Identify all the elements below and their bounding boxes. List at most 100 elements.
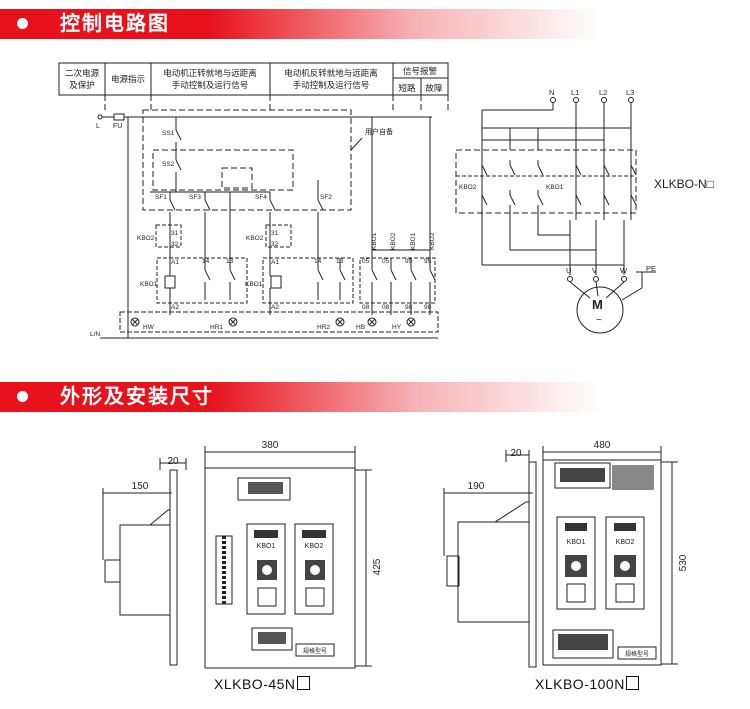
label-l3: L3 <box>626 88 634 97</box>
label-kbo2-b: KBO2 <box>246 235 264 242</box>
label-l1: L1 <box>571 88 579 97</box>
label-13-b: 13 <box>336 258 344 265</box>
label-31-b: 31 <box>271 230 279 237</box>
dim-right-depth: 190 <box>468 481 485 492</box>
section-header-dimensions: 外形及安装尺寸 <box>0 382 750 412</box>
label-hb: HB <box>356 324 365 331</box>
bullet-icon <box>17 391 28 402</box>
label-ss2: SS2 <box>162 161 175 168</box>
checkbox-icon <box>296 676 310 690</box>
table-col1-line2: 及保护 <box>69 80 95 90</box>
table-col3-line2: 手动控制及运行信号 <box>172 80 249 90</box>
label-08-b: 08 <box>382 304 390 311</box>
label-sf4: SF4 <box>255 194 267 201</box>
dim-right-nameplate: 规格型号 <box>625 650 649 658</box>
motor-symbol <box>576 286 624 334</box>
table-col3-line1: 电动机正转就地与远距离 <box>163 68 257 78</box>
label-hw: HW <box>143 324 155 331</box>
label-l2: L2 <box>599 88 607 97</box>
label-hr2: HR2 <box>317 324 330 331</box>
label-kbo1-c: KBO1 <box>371 232 378 250</box>
table-col5-b: 故障 <box>425 83 443 93</box>
label-kbo2-a: KBO2 <box>137 235 155 242</box>
label-sf1: SF1 <box>155 194 167 201</box>
label-a1-a: A1 <box>171 259 179 266</box>
fuse-fu <box>97 113 432 121</box>
label-14-a: 14 <box>202 258 210 265</box>
dim-right-kbo1: KBO1 <box>567 539 586 546</box>
section-title: 外形及安装尺寸 <box>60 386 214 408</box>
label-05-b: 05 <box>382 258 390 265</box>
label-kbo1-p: KBO1 <box>546 184 564 191</box>
dim-left-kbo1: KBO1 <box>257 543 276 550</box>
enclosure-45n <box>102 446 372 669</box>
function-table: 二次电源 及保护 电源指示 电动机正转就地与远距离 手动控制及运行信号 电动机反… <box>58 62 449 96</box>
label-v: V <box>592 266 597 275</box>
section-header-control-circuit: 控制电路图 <box>0 9 750 39</box>
label-sf2: SF2 <box>320 194 332 201</box>
table-col5-a: 短路 <box>398 83 416 93</box>
label-95-a: 95 <box>405 258 413 265</box>
label-a2-a: A2 <box>171 304 179 311</box>
label-kbo1-d: KBO1 <box>410 232 417 250</box>
section-title: 控制电路图 <box>60 13 170 35</box>
label-08-a: 08 <box>362 304 370 311</box>
model-text: XLKBO-45N <box>214 676 296 692</box>
label-kbo2-p: KBO2 <box>459 184 477 191</box>
model-label-45n: XLKBO-45N <box>214 676 310 692</box>
label-pe: PE <box>646 264 656 273</box>
header-bar <box>0 382 750 412</box>
table-col5-top: 信号报警 <box>403 66 438 76</box>
label-motor: M <box>592 297 603 312</box>
label-l: L <box>96 123 100 130</box>
label-kbo2-d: KBO2 <box>429 232 436 250</box>
enclosure-100n <box>443 446 678 668</box>
label-user-provided: 用户自备 <box>365 127 393 136</box>
table-guide-lines <box>104 95 449 112</box>
label-14-b: 14 <box>314 258 322 265</box>
label-kbo1-a: KBO1 <box>140 281 158 288</box>
model-label-100n: XLKBO-100N <box>535 676 639 692</box>
checkbox-icon <box>625 676 639 690</box>
table-col4-line1: 电动机反转就地与远距离 <box>284 68 378 78</box>
label-98-b: 98 <box>424 304 432 311</box>
dim-right-plate: 20 <box>510 448 522 459</box>
label-a1-b: A1 <box>271 259 279 266</box>
label-a2-b: A2 <box>271 304 279 311</box>
label-w: W <box>620 266 628 275</box>
label-power-model: XLKBO-N□ <box>654 177 714 191</box>
table-col2: 电源指示 <box>111 74 145 84</box>
dim-left-depth: 150 <box>132 481 149 492</box>
label-05-a: 05 <box>362 258 370 265</box>
table-col1-line1: 二次电源 <box>65 68 100 78</box>
label-motor-sub: ~ <box>596 315 602 326</box>
label-kbo2-c: KBO2 <box>390 232 397 250</box>
label-32-a: 32 <box>171 241 179 248</box>
header-bar <box>0 9 750 39</box>
dim-left-plate: 20 <box>167 456 179 467</box>
table-col4-line2: 手动控制及运行信号 <box>293 80 370 90</box>
label-u: U <box>566 266 571 275</box>
dim-right-width: 480 <box>594 440 611 451</box>
dim-left-width: 380 <box>262 440 279 451</box>
label-sf3: SF3 <box>189 194 201 201</box>
dim-right-kbo2: KBO2 <box>616 539 635 546</box>
label-hr1: HR1 <box>210 324 223 331</box>
lamp-row-box <box>119 311 439 333</box>
label-n: N <box>549 88 554 97</box>
label-32-b: 32 <box>271 241 279 248</box>
power-circuit <box>455 97 656 334</box>
label-kbo1-b: KBO1 <box>245 281 263 288</box>
dim-right-height: 530 <box>678 554 689 571</box>
label-31-a: 31 <box>171 230 179 237</box>
label-fu: FU <box>113 123 122 130</box>
label-hy: HY <box>392 324 402 331</box>
lamps <box>130 317 416 327</box>
dim-left-kbo2: KBO2 <box>305 543 324 550</box>
user-supplied-box <box>142 109 352 211</box>
label-13-a: 13 <box>226 258 234 265</box>
dim-left-height: 425 <box>372 558 383 575</box>
bullet-icon <box>17 18 28 29</box>
stop-buttons <box>150 117 270 193</box>
